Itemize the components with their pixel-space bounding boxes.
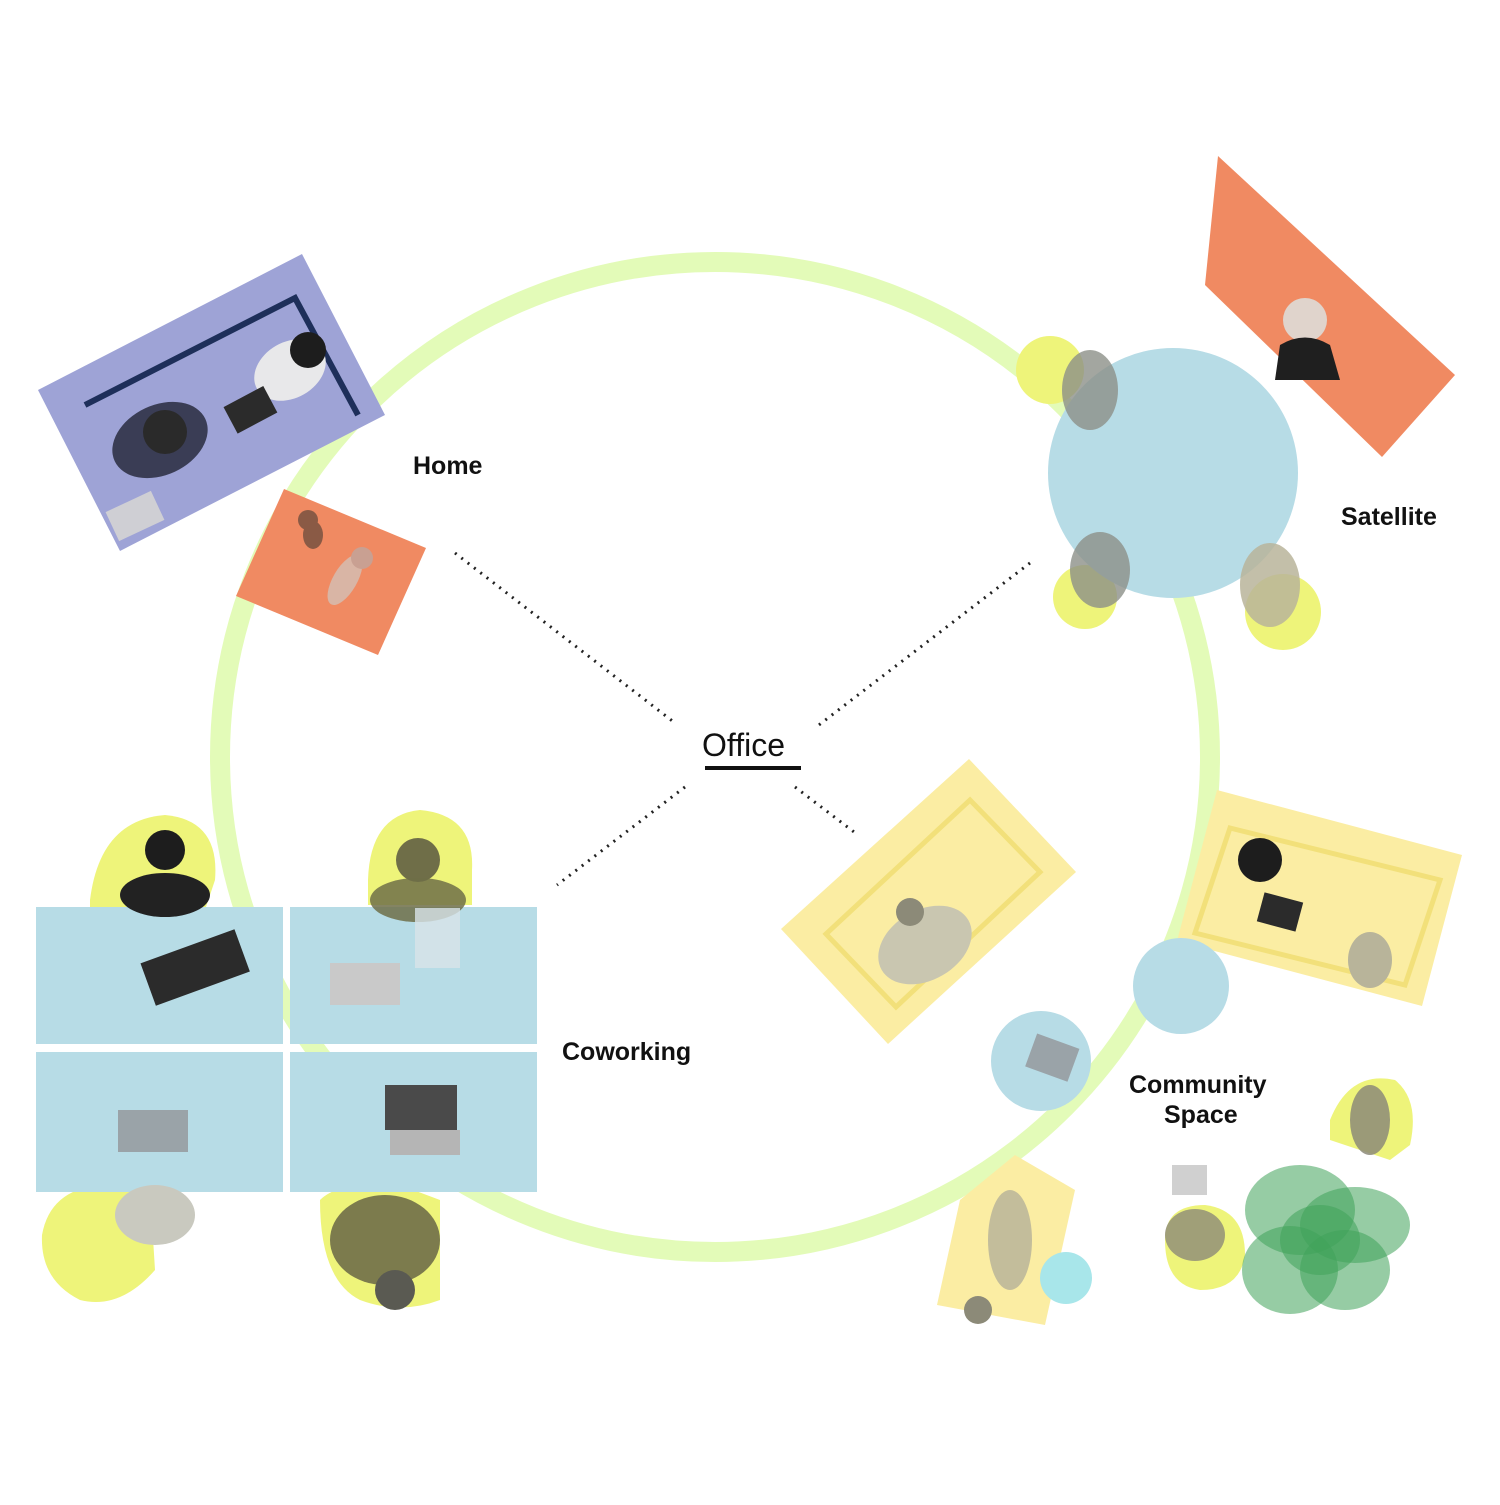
- home-label: Home: [413, 452, 483, 480]
- community-table-1: [1133, 938, 1229, 1034]
- office-ring: [210, 252, 1220, 1262]
- community-rug-1: [781, 759, 1076, 1044]
- connector-home: [454, 551, 676, 725]
- coworking-label: Coworking: [562, 1038, 692, 1066]
- home-illustration: [38, 254, 426, 655]
- office-underline: [705, 766, 801, 770]
- community-illustration: [781, 759, 1462, 1325]
- connector-satellite: [814, 561, 1031, 730]
- satellite-label: Satellite: [1341, 503, 1437, 531]
- satellite-illustration: [1016, 156, 1455, 650]
- community-label-line1: Community: [1129, 1071, 1267, 1099]
- home-room-panel: [38, 254, 385, 551]
- satellite-panel: [1205, 156, 1455, 457]
- community-label-line2: Space: [1164, 1101, 1238, 1129]
- home-rug-panel: [236, 489, 426, 655]
- coworking-desk-2: [290, 907, 537, 1044]
- coworking-illustration: [36, 810, 537, 1310]
- office-label: Office: [702, 727, 785, 763]
- connector-community: [794, 785, 859, 837]
- connector-coworking: [556, 785, 686, 887]
